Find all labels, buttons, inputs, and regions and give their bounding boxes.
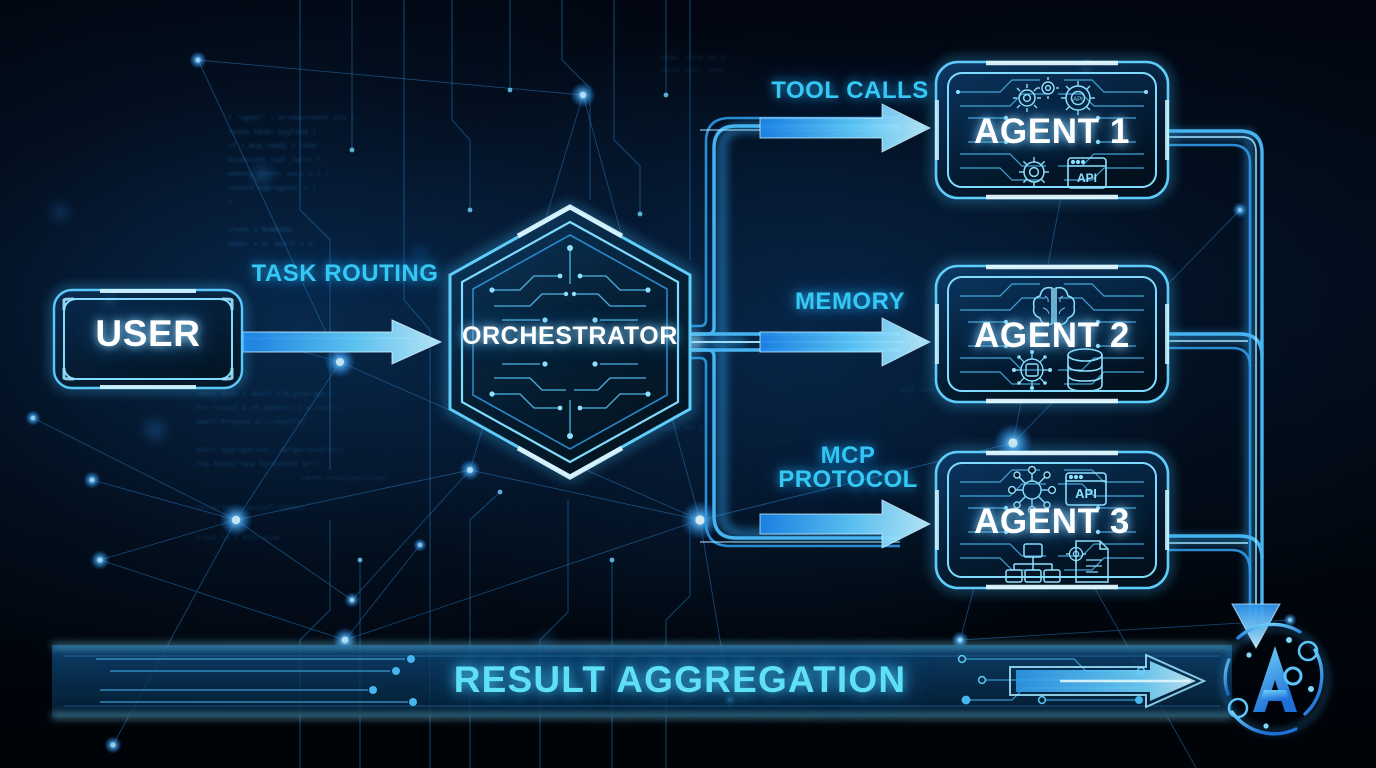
logo-letter-a <box>1253 646 1303 712</box>
edge-label-mcp-protocol: MCP PROTOCOL <box>778 442 918 494</box>
svg-text:memory.store( vec[ i ] ): memory.store( vec[ i ] ) <box>228 170 329 178</box>
brain-icon <box>1032 286 1076 326</box>
gear-icon <box>1013 84 1041 112</box>
aggregation-arrow <box>1009 653 1207 709</box>
database-icon <box>1067 348 1103 392</box>
svg-text:trace_id = 9f2c-41ab: trace_id = 9f2c-41ab <box>196 534 280 542</box>
edge-label-task-routing: TASK ROUTING <box>251 260 439 287</box>
svg-text:01001 11010 00110: 01001 11010 00110 <box>660 54 727 62</box>
gear-icon <box>1019 157 1049 187</box>
hierarchy-icon <box>1005 543 1061 583</box>
svg-text:API: API <box>1075 486 1097 501</box>
agent-3-label: AGENT 3 <box>974 502 1130 541</box>
svg-text:API: API <box>1077 171 1097 185</box>
svg-text:10110 01011 11001: 10110 01011 11001 <box>660 66 727 74</box>
arrowhead-agent1 <box>759 103 932 153</box>
edge-label-memory: MEMORY <box>794 288 906 315</box>
svg-text:return aggregate( r ): return aggregate( r ) <box>228 184 317 192</box>
svg-text:tok/s 184.2: tok/s 184.2 <box>660 424 703 432</box>
orchestrator-label: ORCHESTRATOR <box>461 322 678 350</box>
svg-text:}: } <box>228 198 232 206</box>
svg-text:await Promise.all(results): await Promise.all(results) <box>196 418 306 426</box>
svg-text:if ( mcp.ready ) then: if ( mcp.ready ) then <box>228 142 317 150</box>
api-window-icon: API <box>1067 157 1107 189</box>
agent-card-1: API API <box>933 59 1171 201</box>
document-gear-icon <box>1066 540 1109 583</box>
svg-text:for (const a of agents) { a.ru: for (const a of agents) { a.run() } <box>196 404 344 412</box>
svg-text:emit("aggregation", merge(resu: emit("aggregation", merge(results)) <box>196 446 344 454</box>
svg-text:nodes = 3; depth = 2;: nodes = 3; depth = 2; <box>228 240 317 248</box>
api-gear-icon: API <box>1061 81 1095 115</box>
svg-text:const plan = await llm.plan(go: const plan = await llm.plan(goal) <box>196 390 335 398</box>
svg-text:0x3F 0x9A 0xC1: 0x3F 0x9A 0xC1 <box>900 386 955 394</box>
arrowhead-agent3 <box>759 499 932 549</box>
edge-return-bus <box>1168 129 1264 640</box>
network-hub-icon <box>1007 465 1057 515</box>
agent-card-2 <box>933 263 1171 405</box>
svg-text:retry(3) -> backoff(250ms): retry(3) -> backoff(250ms) <box>196 504 306 512</box>
svg-text:state = RUNNING;: state = RUNNING; <box>228 226 295 234</box>
svg-text:route_task( payload ): route_task( payload ) <box>228 128 317 136</box>
svg-text:dispatch( tool_calls ): dispatch( tool_calls ) <box>228 156 321 164</box>
edge-label-tool-calls: TOOL CALLS <box>771 77 929 104</box>
neural-chip-icon <box>1012 350 1052 390</box>
agent-1-label: AGENT 1 <box>974 112 1130 151</box>
user-label: USER <box>95 313 201 354</box>
svg-text:{ "agent" : orchestrate( ctx ): { "agent" : orchestrate( ctx ) <box>228 114 354 122</box>
svg-text:API: API <box>1073 97 1083 103</box>
agent-card-3: API <box>933 449 1171 591</box>
gear-icon <box>1037 77 1059 99</box>
aggregation-label: RESULT AGGREGATION <box>453 659 907 700</box>
edge-task-routing <box>242 319 443 365</box>
arrowhead-agent2 <box>759 317 932 367</box>
svg-text:cache.invalidate(key): cache.invalidate(key) <box>300 474 389 482</box>
api-window-icon: API <box>1065 472 1107 506</box>
agent-2-label: AGENT 2 <box>974 316 1130 355</box>
svg-text:log.debug("mcp handshake ok"): log.debug("mcp handshake ok") <box>196 460 318 468</box>
